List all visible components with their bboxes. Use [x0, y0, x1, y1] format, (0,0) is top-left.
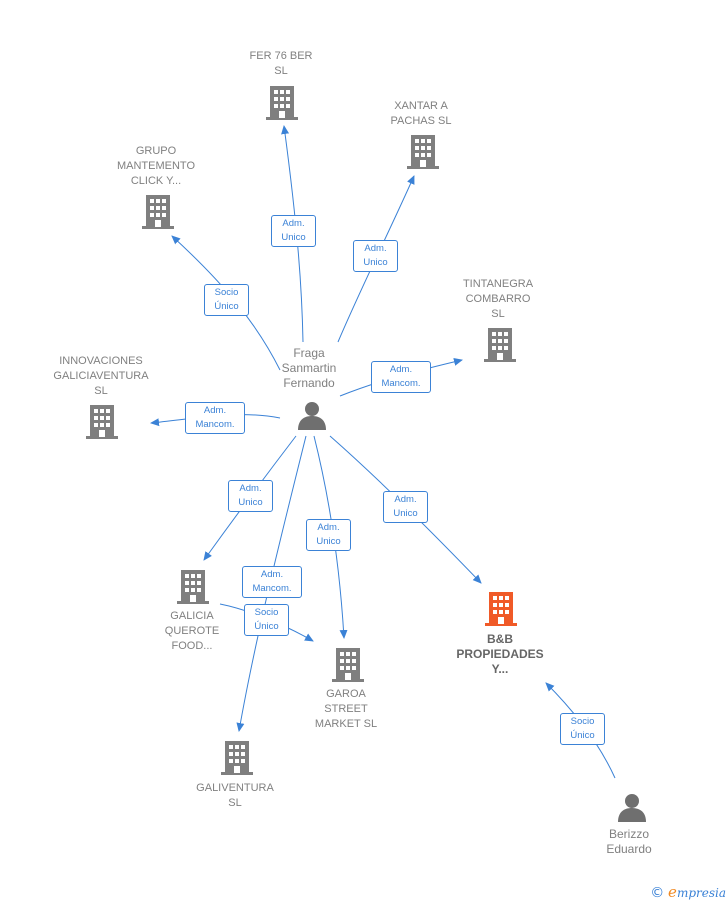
- node-label-line: GAROA: [326, 688, 366, 700]
- node-label-line: PACHAS SL: [390, 115, 452, 127]
- building-icon-galicia[interactable]: [177, 570, 209, 609]
- node-label-line: STREET: [324, 703, 368, 715]
- node-label-line: SL: [274, 65, 288, 77]
- node-label-line: Berizzo: [608, 827, 649, 841]
- edge-label-galicia-garoa[interactable]: Socio Único: [244, 604, 289, 636]
- node-label-line: GALICIAVENTURA: [53, 370, 149, 382]
- edge-label-fraga-tintanegra[interactable]: Adm. Mancom.: [371, 361, 431, 393]
- node-label-line: Fernando: [283, 376, 335, 390]
- node-label-line: FOOD...: [171, 640, 213, 652]
- node-label-fer76[interactable]: FER 76 BER SL: [221, 49, 341, 79]
- edge-label-line: Unico: [238, 497, 263, 508]
- node-label-grupo[interactable]: GRUPO MANTEMENTO CLICK Y...: [96, 144, 216, 189]
- node-label-line: MARKET SL: [314, 718, 378, 730]
- node-label-line: Y...: [491, 662, 509, 676]
- edge-label-fraga-xantar[interactable]: Adm. Unico: [353, 240, 398, 272]
- edge-label-line: Adm.: [389, 364, 413, 375]
- node-label-line: INNOVACIONES: [59, 355, 143, 367]
- edge-label-line: Mancom.: [252, 583, 292, 594]
- edge-label-line: Único: [570, 730, 595, 741]
- node-label-line: FER 76 BER: [249, 50, 313, 62]
- edge-label-line: Unico: [363, 257, 388, 268]
- node-label-bb[interactable]: B&B PROPIEDADES Y...: [440, 632, 560, 677]
- empresia-watermark: © empresia: [650, 883, 726, 901]
- node-label-line: Eduardo: [606, 842, 652, 856]
- node-label-line: GALIVENTURA: [196, 782, 274, 794]
- node-label-galiventura[interactable]: GALIVENTURA SL: [175, 781, 295, 811]
- building-icon-bb[interactable]: [485, 592, 517, 631]
- person-icon-berizzo[interactable]: [617, 792, 647, 827]
- edge-label-line: Mancom.: [381, 378, 421, 389]
- edge-label-line: Socio: [254, 607, 279, 618]
- brand-initial: e: [668, 883, 677, 901]
- node-label-fraga[interactable]: Fraga Sanmartin Fernando: [254, 346, 364, 391]
- building-icon-fer76[interactable]: [266, 86, 298, 125]
- edge-label-line: Único: [254, 621, 279, 632]
- edge-label-line: Adm.: [394, 494, 417, 505]
- node-label-tintanegra[interactable]: TINTANEGRA COMBARRO SL: [438, 277, 558, 322]
- edge-label-fraga-innovaciones[interactable]: Adm. Mancom.: [185, 402, 245, 434]
- node-label-line: GRUPO: [135, 145, 177, 157]
- node-label-line: B&B: [487, 632, 513, 646]
- brand-name: mpresia: [676, 886, 726, 900]
- node-label-line: MANTEMENTO: [116, 160, 196, 172]
- building-icon-garoa[interactable]: [332, 648, 364, 687]
- building-icon-tintanegra[interactable]: [484, 328, 516, 367]
- node-label-line: PROPIEDADES: [456, 647, 544, 661]
- node-label-galicia[interactable]: GALICIA QUEROTE FOOD...: [132, 609, 252, 654]
- node-label-berizzo[interactable]: Berizzo Eduardo: [579, 827, 679, 857]
- edge-label-line: Unico: [281, 232, 306, 243]
- node-label-line: CLICK Y...: [130, 175, 182, 187]
- edge-label-line: Adm.: [364, 243, 387, 254]
- edge-lines: [150, 125, 616, 779]
- building-icon-grupo[interactable]: [142, 195, 174, 234]
- node-label-line: QUEROTE: [164, 625, 220, 637]
- edge-label-line: Adm.: [282, 218, 305, 229]
- edge-label-fraga-galicia[interactable]: Adm. Unico: [228, 480, 273, 512]
- edge-label-line: Adm.: [203, 405, 227, 416]
- edge-label-fraga-bb[interactable]: Adm. Unico: [383, 491, 428, 523]
- edge-label-fraga-garoa[interactable]: Adm. Unico: [306, 519, 351, 551]
- edge-label-line: Unico: [393, 508, 418, 519]
- node-label-line: TINTANEGRA: [462, 278, 534, 290]
- edge-line-fraga-fer76: [281, 125, 304, 343]
- node-label-line: SL: [94, 385, 108, 397]
- edge-label-line: Socio: [214, 287, 239, 298]
- building-icon-xantar[interactable]: [407, 135, 439, 174]
- node-label-line: COMBARRO: [465, 293, 531, 305]
- building-icon-galiventura[interactable]: [221, 741, 253, 780]
- edge-label-fraga-grupo[interactable]: Socio Único: [204, 284, 249, 316]
- node-label-line: Sanmartin: [281, 361, 337, 375]
- person-icon-fraga[interactable]: [297, 400, 327, 435]
- edge-label-line: Adm.: [317, 522, 340, 533]
- edge-label-fraga-galiventura[interactable]: Adm. Mancom.: [242, 566, 302, 598]
- edge-label-line: Adm.: [239, 483, 262, 494]
- edge-label-line: Socio: [570, 716, 595, 727]
- node-label-garoa[interactable]: GAROA STREET MARKET SL: [286, 687, 406, 732]
- edge-label-line: Mancom.: [195, 419, 235, 430]
- edge-label-fraga-fer76[interactable]: Adm. Unico: [271, 215, 316, 247]
- edge-label-line: Único: [214, 301, 239, 312]
- node-label-innovaciones[interactable]: INNOVACIONES GALICIAVENTURA SL: [36, 354, 166, 399]
- edge-label-line: Unico: [316, 536, 341, 547]
- node-label-xantar[interactable]: XANTAR A PACHAS SL: [361, 99, 481, 129]
- edge-label-berizzo-bb[interactable]: Socio Único: [560, 713, 605, 745]
- node-label-line: XANTAR A: [394, 100, 448, 112]
- edge-label-line: Adm.: [260, 569, 284, 580]
- node-label-line: GALICIA: [170, 610, 214, 622]
- node-label-line: Fraga: [293, 346, 325, 360]
- node-label-line: SL: [228, 797, 242, 809]
- copyright-icon: ©: [650, 885, 665, 901]
- node-label-line: SL: [491, 308, 505, 320]
- building-icon-innovaciones[interactable]: [86, 405, 118, 444]
